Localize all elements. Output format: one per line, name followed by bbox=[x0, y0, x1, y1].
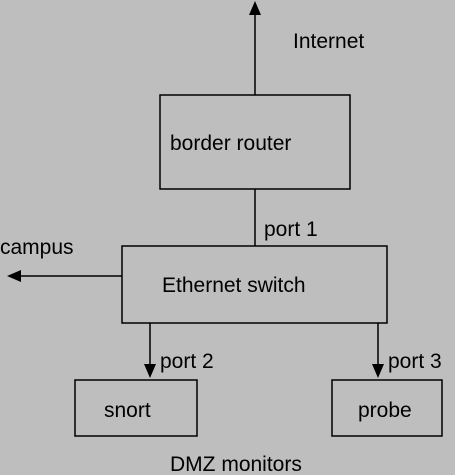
border-router-label: border router bbox=[170, 132, 291, 155]
port2-arrowhead bbox=[144, 364, 156, 378]
campus-arrowhead bbox=[7, 270, 21, 282]
internet-arrowhead bbox=[249, 1, 261, 15]
internet-label: Internet bbox=[293, 30, 364, 53]
dmz-monitors-label: DMZ monitors bbox=[170, 453, 302, 475]
snort-label: snort bbox=[104, 399, 151, 422]
port1-label: port 1 bbox=[264, 218, 318, 241]
ethernet-switch-box bbox=[121, 245, 388, 324]
ethernet-switch-label: Ethernet switch bbox=[162, 274, 306, 297]
snort-box bbox=[74, 379, 198, 437]
port2-label: port 2 bbox=[160, 350, 214, 373]
probe-box bbox=[331, 379, 443, 437]
probe-label: probe bbox=[358, 399, 412, 422]
port3-label: port 3 bbox=[388, 350, 442, 373]
campus-label: campus bbox=[0, 236, 74, 259]
port3-arrowhead bbox=[372, 364, 384, 378]
